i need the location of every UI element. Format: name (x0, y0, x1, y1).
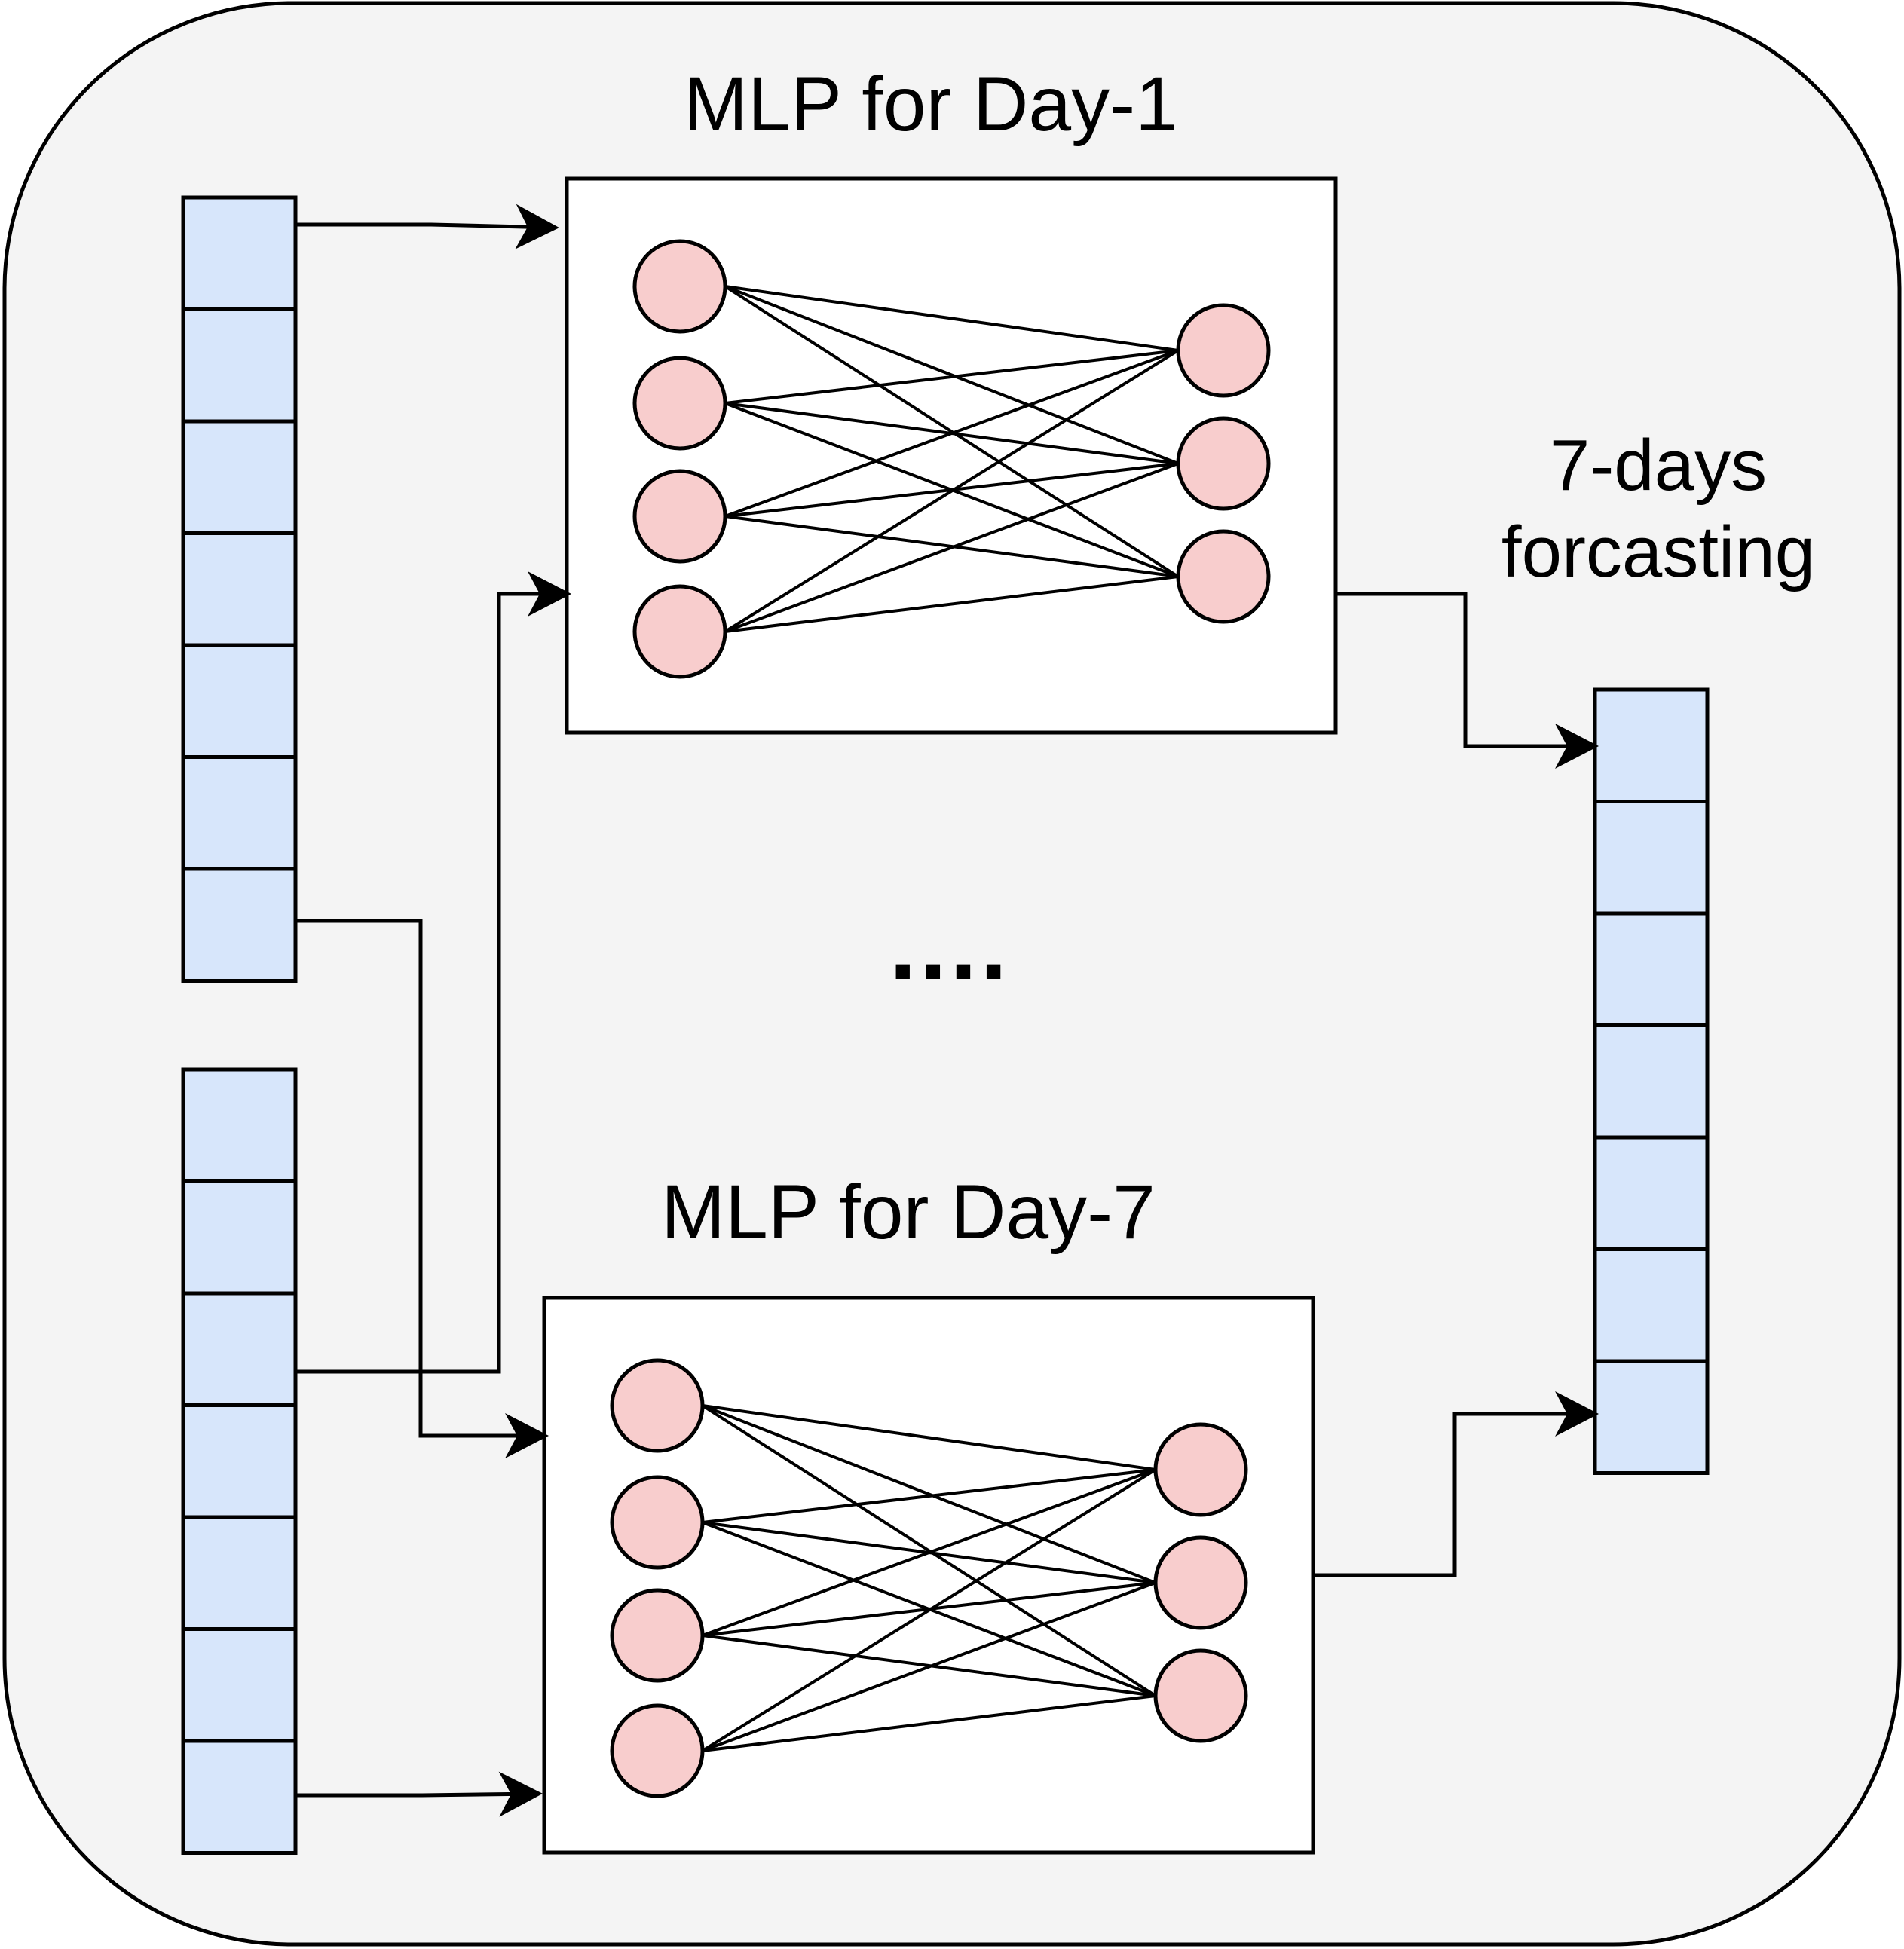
mlp-day7-connection (701, 1468, 1157, 1752)
input-vector-2-cell (181, 1403, 298, 1519)
mlp-day7-input-neuron (610, 1475, 705, 1570)
mlp-day1-connection (724, 285, 1179, 465)
output-vector-cell (1593, 687, 1710, 803)
mlp-day7-connection (702, 1468, 1156, 1637)
arrow-mlp-day7-to-output (1313, 1391, 1599, 1577)
mlp-day1-output-neuron (1176, 416, 1271, 511)
arrow-vec1-bottom-to-mlp-day7 (295, 919, 549, 1458)
output-vector-cell (1593, 1023, 1710, 1140)
output-vector-cell (1593, 911, 1710, 1027)
arrow-mlp-day1-to-output (1336, 592, 1599, 769)
mlp-day7-title: MLP for Day-7 (661, 1169, 1156, 1255)
output-vector-cell (1593, 1359, 1710, 1475)
arrows (295, 203, 1599, 1817)
input-vector-2-cell (181, 1067, 298, 1183)
output-vector-cell (1593, 1135, 1710, 1251)
arrow-vec1-top-to-mlp-day1 (295, 203, 559, 249)
mlp-day7-connection (702, 1694, 1156, 1752)
mlp-day7-network (610, 1358, 1248, 1798)
mlp-day7-connection (702, 1404, 1156, 1584)
mlp-day7-input-neuron (610, 1703, 705, 1798)
mlp-day1-title: MLP for Day-1 (684, 61, 1178, 147)
mlp-day1-input-neuron (632, 239, 727, 334)
output-vector-cell (1593, 1247, 1710, 1363)
output-vector (1593, 687, 1710, 1475)
mlp-day1-connection (724, 349, 1179, 518)
mlp-day7-connection (702, 1468, 1156, 1524)
input-vector-1-cell (181, 755, 298, 871)
mlp-day7-input-neuron (610, 1588, 705, 1683)
mlp-day7-output-neuron (1153, 1535, 1248, 1630)
input-vector-2-cell (181, 1179, 298, 1296)
output-vector-cell (1593, 800, 1710, 916)
mlp-day1-input-neuron (632, 469, 727, 564)
mlp-day7-connection (702, 1581, 1156, 1752)
input-vector-2-cell (181, 1627, 298, 1743)
input-vector-2-cell (181, 1515, 298, 1631)
mlp-day1-connection (724, 349, 1179, 405)
arrow-vec2-to-mlp-day1 (295, 571, 571, 1374)
arrow-vec2-bottom-to-mlp-day7 (295, 1771, 543, 1817)
input-vector-1-cell (181, 307, 298, 424)
mlp-day1-output-neuron (1176, 303, 1271, 398)
mlp-day1-output-neuron (1176, 529, 1271, 624)
input-vector-1-cell (181, 531, 298, 647)
mlp-day1-connection (724, 575, 1179, 633)
mlp-day7-connection (701, 1404, 1157, 1697)
ellipsis-label: .... (889, 890, 1011, 1000)
mlp-day7-input-neuron (610, 1358, 705, 1453)
mlp-day1-connection (724, 349, 1180, 633)
mlp-day1-connection (724, 285, 1179, 352)
input-vector-1 (181, 195, 298, 983)
input-vector-1-cell (181, 419, 298, 535)
mlp-day1-connection (724, 462, 1179, 633)
mlp-day1-input-neuron (632, 584, 727, 679)
mlp-day1-connection (724, 285, 1180, 578)
input-vector-1-cell (181, 867, 298, 983)
mlp-day1-network (632, 239, 1271, 679)
input-vector-2-cell (181, 1739, 298, 1855)
input-vector-2 (181, 1067, 298, 1855)
input-vector-1-cell (181, 195, 298, 311)
input-vector-2-cell (181, 1291, 298, 1407)
mlp-day7-output-neuron (1153, 1648, 1248, 1743)
forecast-label: 7-days forcasting (1501, 425, 1816, 593)
input-vector-1-cell (181, 643, 298, 759)
mlp-day7-output-neuron (1153, 1422, 1248, 1517)
mlp-day7-connection (702, 1404, 1156, 1471)
mlp-day1-input-neuron (632, 356, 727, 451)
